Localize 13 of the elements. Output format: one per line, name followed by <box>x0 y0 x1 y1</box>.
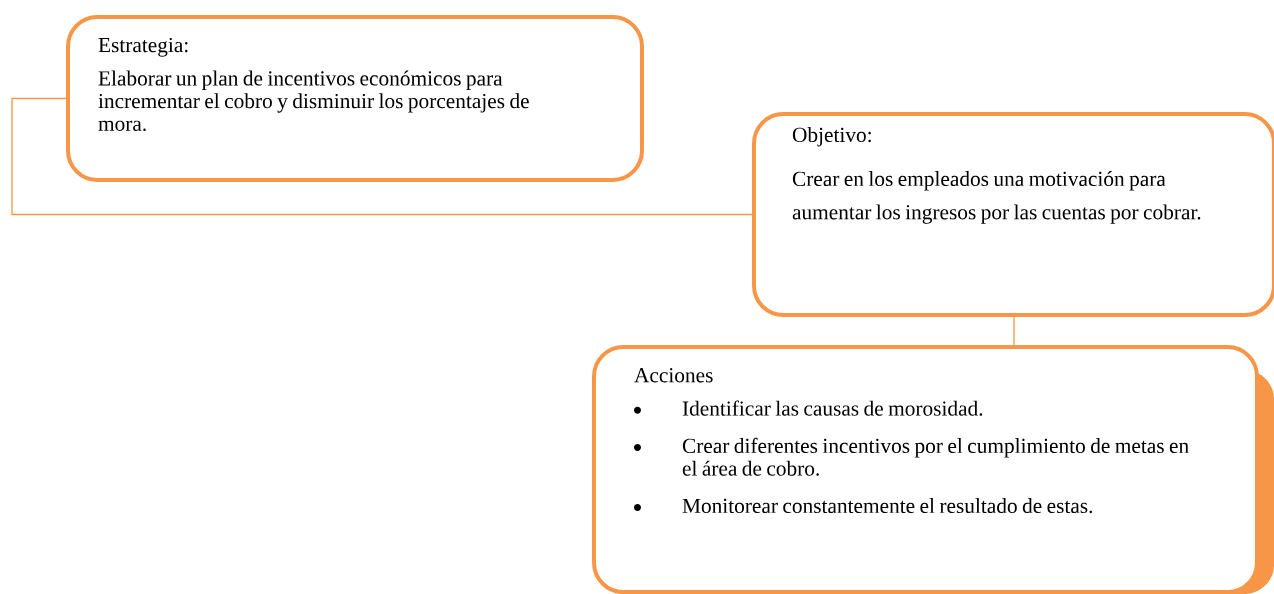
strategy-box <box>66 15 644 182</box>
connector-line <box>11 97 753 216</box>
bullet-item: Identificar las causas de morosidad. <box>682 400 983 416</box>
body-text: Crear en los empleados una motivación para aumentar los ingresos por las cuentas por cobrar. <box>792 171 1201 224</box>
objective-box <box>752 112 1274 318</box>
bullet-item: Crear diferentes incentivos por el cumplimiento de metas en el área de cobro. <box>682 437 1189 476</box>
body-text: Elaborar un plan de incentivos económicos para incrementar el cobro y disminuir los porcentajes de mora. <box>98 70 529 131</box>
heading-text: Acciones <box>634 368 713 383</box>
connector-line <box>1013 316 1015 346</box>
heading-text: Objetivo: <box>792 127 871 147</box>
bullet-item: Monitorear constantemente el resultado de estas. <box>682 498 1093 514</box>
actions-box <box>592 345 1274 594</box>
heading-text: Estrategia: <box>98 37 188 57</box>
